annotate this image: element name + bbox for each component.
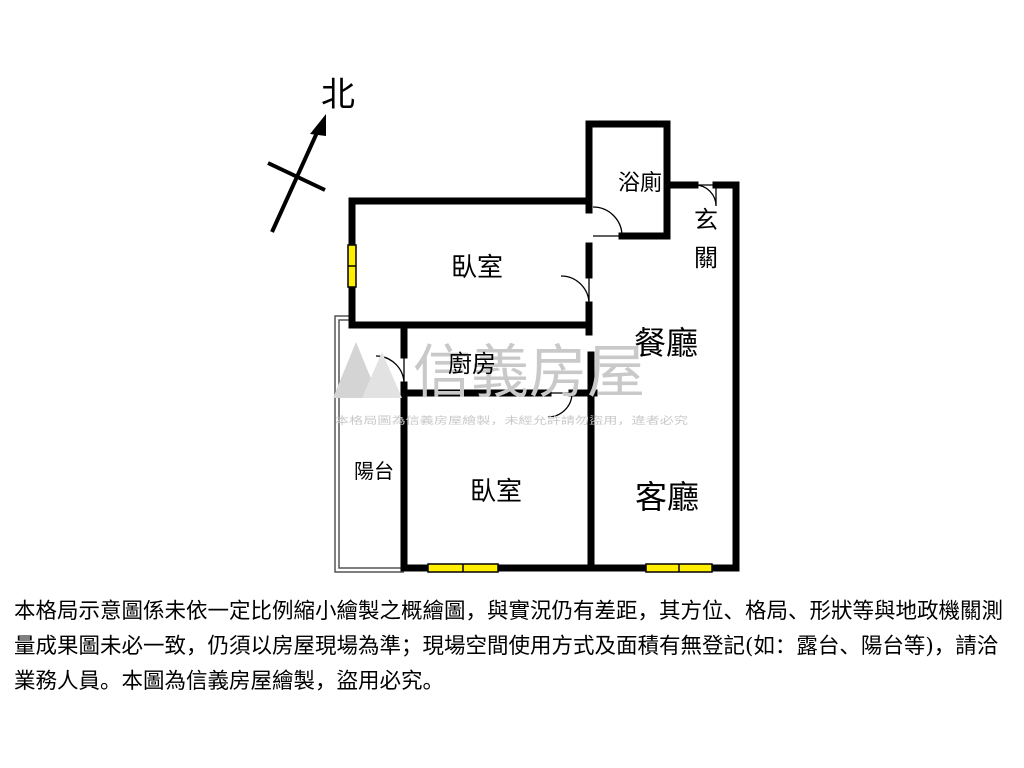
floor-plan: 北: [267, 75, 740, 573]
room-label-balcony: 陽台: [354, 459, 394, 483]
room-label-bedroom-top: 臥室: [451, 253, 503, 283]
watermark: 信義房屋 本格局圖為信義房屋繪製，未經允許請勿盜用，違者必究: [333, 338, 688, 427]
windows: [347, 244, 713, 573]
compass-north-label: 北: [321, 75, 355, 115]
door-bedroom-top-icon: [560, 275, 590, 305]
disclaimer-text: 本格局示意圖係未依一定比例縮小繪製之概繪圖，與實況仍有差距，其方位、格局、形狀等…: [14, 599, 1004, 694]
door-bedroom-bottom-icon: [547, 392, 573, 418]
compass-cross-line: [267, 161, 326, 192]
watermark-logo-icon: [333, 342, 379, 398]
compass: 北: [267, 75, 355, 233]
room-label-dining: 餐廳: [634, 324, 698, 362]
watermark-brand: 信義房屋: [413, 338, 645, 406]
balcony-outline: [334, 315, 404, 573]
room-label-kitchen: 廚房: [448, 350, 496, 378]
compass-arrow-shaft: [270, 125, 322, 233]
door-entrance-icon: [694, 184, 717, 207]
room-label-entrance-1: 玄: [694, 206, 718, 234]
north-arrow-icon: [310, 114, 326, 136]
watermark-notice: 本格局圖為信義房屋繪製，未經允許請勿盜用，違者必究: [335, 414, 688, 427]
room-label-bedroom-bottom: 臥室: [470, 477, 522, 507]
room-label-bathroom: 浴廁: [618, 171, 662, 196]
doors: [375, 184, 717, 418]
room-label-living: 客廳: [635, 478, 699, 516]
door-bathroom-icon: [592, 206, 623, 237]
room-label-entrance-2: 關: [694, 244, 718, 272]
